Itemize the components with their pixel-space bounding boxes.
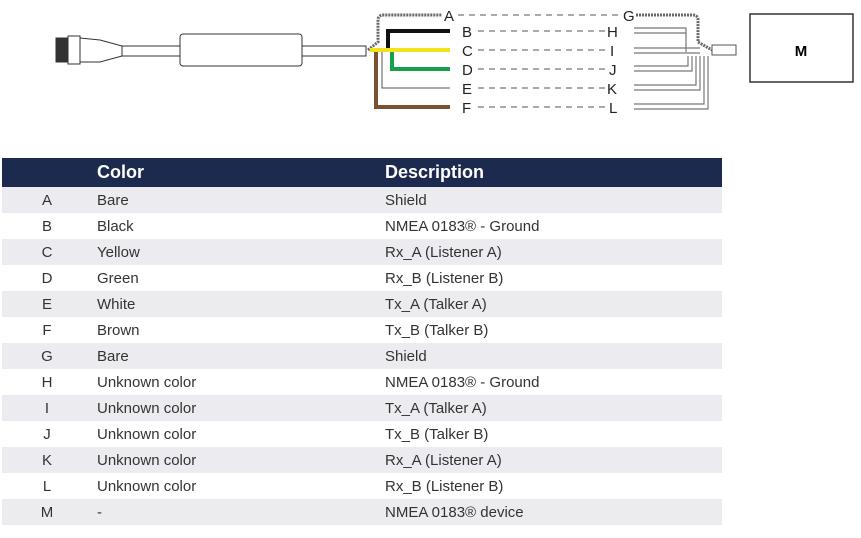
right-wires	[634, 27, 709, 110]
row-description: Tx_A (Talker A)	[385, 291, 722, 317]
row-id: J	[43, 425, 51, 443]
header-id	[2, 158, 92, 187]
row-color: Unknown color	[92, 447, 385, 473]
label-i: I	[610, 43, 614, 60]
shield-left	[367, 13, 442, 52]
row-id: F	[42, 321, 52, 339]
label-c: C	[462, 43, 473, 60]
row-color: Unknown color	[97, 425, 197, 443]
row-description: Rx_A (Listener A)	[385, 239, 722, 265]
header-color: Color	[92, 158, 385, 187]
row-id: L	[42, 477, 52, 495]
row-description: NMEA 0183® - Ground	[385, 217, 540, 235]
row-description: NMEA 0183® - Ground	[385, 373, 540, 391]
row-color: Unknown color	[97, 477, 197, 495]
table-row: H Unknown color NMEA 0183® - Ground	[2, 369, 722, 395]
wiring-diagram: A B C D E F G H I J K L M	[55, 8, 854, 117]
row-description: Tx_B (Talker B)	[385, 425, 489, 443]
row-description: Shield	[385, 187, 722, 213]
row-description: Rx_B (Listener B)	[385, 477, 504, 495]
table-row: J Unknown color Tx_B (Talker B)	[2, 421, 722, 447]
row-color: -	[92, 499, 385, 525]
row-id: I	[2, 395, 92, 421]
row-description: Rx_A (Listener A)	[385, 447, 722, 473]
row-description: Tx_A (Talker A)	[385, 395, 722, 421]
label-k: K	[607, 81, 617, 98]
label-h: H	[607, 24, 618, 41]
row-color: Bare	[92, 343, 385, 369]
row-id: M	[2, 499, 92, 525]
label-g: G	[623, 8, 635, 25]
row-id: A	[2, 187, 92, 213]
row-description: Tx_B (Talker B)	[385, 321, 489, 339]
row-color: Yellow	[92, 239, 385, 265]
label-a: A	[444, 8, 454, 25]
connector-icon	[55, 33, 367, 67]
device-label: M	[795, 43, 808, 60]
device-box	[749, 13, 854, 83]
row-id: C	[2, 239, 92, 265]
shield-right	[636, 13, 713, 52]
label-j: J	[609, 62, 617, 79]
row-description: Rx_B (Listener B)	[385, 269, 504, 287]
row-color: White	[92, 291, 385, 317]
label-e: E	[462, 81, 472, 98]
row-color: Brown	[97, 321, 140, 339]
table-row: F Brown Tx_B (Talker B)	[2, 317, 722, 343]
label-b: B	[462, 24, 472, 41]
row-id: K	[2, 447, 92, 473]
row-id: H	[41, 373, 53, 391]
row-color: Black	[97, 217, 134, 235]
dashed-links	[458, 14, 622, 108]
row-description: NMEA 0183® device	[385, 499, 722, 525]
row-id: E	[2, 291, 92, 317]
label-d: D	[462, 62, 473, 79]
table-row: M-NMEA 0183® device	[2, 499, 722, 525]
header-description: Description	[385, 158, 722, 187]
label-f: F	[462, 100, 471, 117]
table-row: D Green Rx_B (Listener B)	[2, 265, 722, 291]
row-color: Unknown color	[92, 395, 385, 421]
row-color: Unknown color	[97, 373, 197, 391]
row-id: G	[2, 343, 92, 369]
table-row: B Black NMEA 0183® - Ground	[2, 213, 722, 239]
row-color: Green	[97, 269, 139, 287]
left-wires	[370, 29, 450, 109]
row-color: Bare	[92, 187, 385, 213]
row-id: B	[41, 217, 52, 235]
table-row: L Unknown color Rx_B (Listener B)	[2, 473, 722, 499]
label-l: L	[609, 100, 617, 117]
row-description: Shield	[385, 343, 722, 369]
row-id: D	[41, 269, 53, 287]
